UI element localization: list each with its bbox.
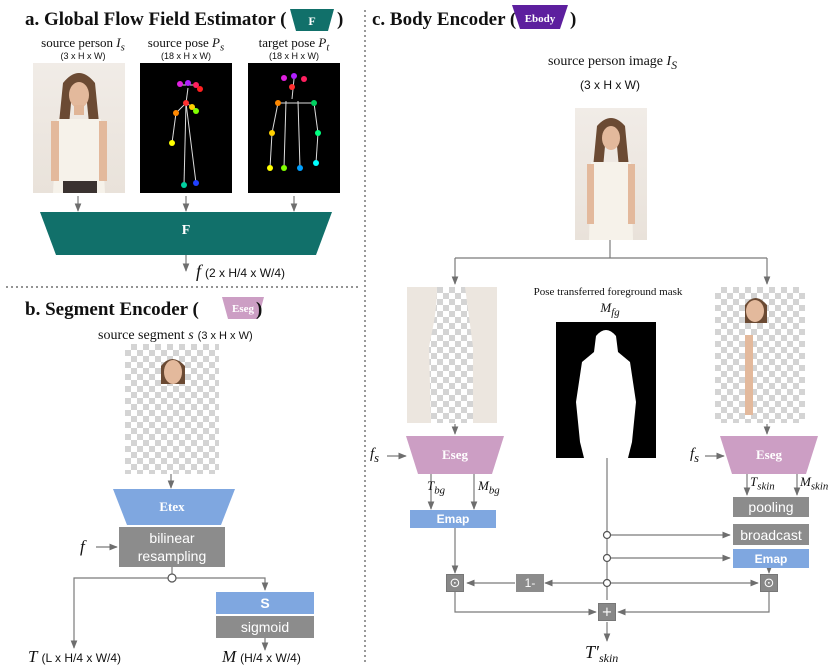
source-skeleton	[169, 80, 203, 188]
background-segment-image	[407, 287, 497, 423]
eseg-left-label: Eseg	[442, 447, 468, 462]
source-segment-label: source segment s (3 x H x W)	[98, 328, 253, 343]
person-figure	[51, 73, 107, 193]
output-m-label: M (H/4 x W/4)	[222, 647, 301, 666]
body-person-figure	[587, 118, 635, 240]
foreground-mask-image	[556, 322, 656, 458]
s-block: S	[216, 592, 314, 614]
mask-label: Pose transferred foreground mask	[533, 286, 683, 298]
final-output-label: T′skin	[585, 642, 619, 666]
mbg-label: Mbg	[478, 478, 500, 497]
one-minus-block: 1-	[516, 574, 544, 592]
multiply-right-op: ⊙	[760, 574, 778, 592]
emap-left-block: Emap	[410, 510, 496, 528]
tbg-label: Tbg	[427, 478, 446, 497]
source-person-label: source person Is	[41, 35, 125, 54]
target-pose-dim: (18 x H x W)	[268, 51, 319, 61]
source-segment-image	[125, 344, 219, 474]
svg-text:Ebody: Ebody	[525, 13, 556, 25]
broadcast-block: broadcast	[733, 524, 809, 545]
fs-left-label: fs	[370, 446, 380, 465]
background-fill	[407, 287, 497, 423]
eseg-right-block	[720, 436, 818, 474]
panel-a-badge: F	[290, 9, 334, 31]
emap-right-block: Emap	[733, 549, 809, 568]
source-image-label: source person image IS	[547, 54, 678, 72]
sigmoid-block: sigmoid	[216, 616, 314, 638]
source-person-image	[33, 63, 125, 193]
output-t-label: T (L x H/4 x W/4)	[28, 647, 122, 666]
multiply-left-op: ⊙	[446, 574, 464, 592]
source-pose-dim: (18 x H x W)	[160, 51, 211, 61]
tskin-label: Tskin	[750, 474, 775, 493]
mskin-label: Mskin	[800, 474, 829, 493]
flow-estimator-label: F	[181, 223, 191, 238]
target-pose-map	[248, 63, 340, 193]
panel-b-badge: Eseg	[222, 297, 264, 319]
panel-c-badge: Ebody	[512, 5, 568, 29]
skin-fill	[745, 298, 767, 415]
segment-face	[161, 359, 185, 384]
etex-block	[113, 489, 235, 525]
mask-var: Mfg	[600, 300, 620, 319]
source-pose-label: source pose Ps	[147, 35, 225, 54]
pooling-block: pooling	[733, 497, 809, 517]
etex-label: Etex	[159, 499, 185, 514]
target-skeleton	[267, 73, 321, 171]
eseg-right-label: Eseg	[756, 447, 782, 462]
source-pose-map	[140, 63, 232, 193]
panel-c-title-close: )	[570, 9, 577, 30]
panel-b-title: b. Segment Encoder (	[25, 299, 199, 320]
skin-segment-image	[715, 287, 805, 423]
source-image-dim: (3 x H x W)	[580, 78, 640, 92]
f-input-label: f	[80, 537, 85, 556]
fs-right-label: fs	[690, 446, 700, 465]
panel-b-title-close: )	[256, 299, 263, 320]
body-source-image	[575, 108, 647, 240]
source-person-dim: (3 x H x W)	[60, 51, 106, 61]
panel-a-title: a. Global Flow Field Estimator (	[25, 9, 287, 30]
foreground-mask-shape	[576, 330, 636, 458]
flow-output-label: f (2 x H/4 x W/4)	[196, 261, 286, 281]
panel-a-title-close: )	[337, 9, 344, 30]
target-pose-label: target pose Pt	[258, 35, 330, 54]
add-op: +	[598, 603, 616, 621]
eseg-left-block	[406, 436, 504, 474]
svg-text:F: F	[308, 14, 315, 28]
panel-c-title: c. Body Encoder (	[372, 9, 517, 30]
svg-text:Eseg: Eseg	[232, 303, 255, 315]
bilinear-resampling-block: bilinear resampling	[119, 527, 225, 567]
flow-estimator-block	[40, 212, 332, 255]
